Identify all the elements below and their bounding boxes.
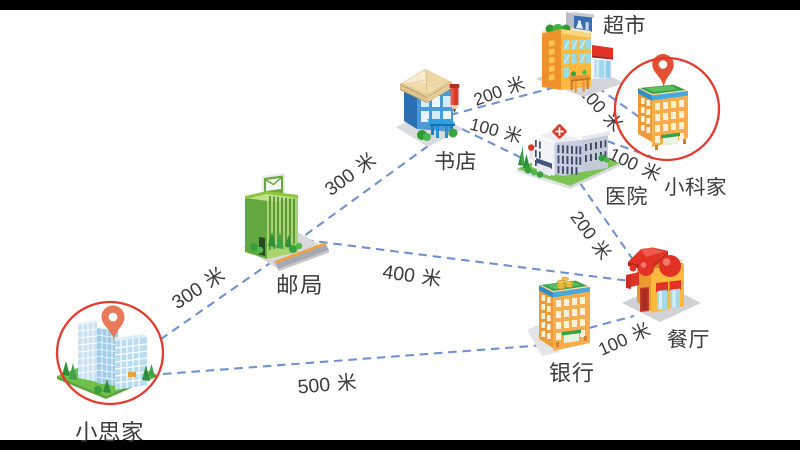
- svg-text:500: 500: [297, 374, 331, 399]
- svg-text:400: 400: [381, 261, 416, 287]
